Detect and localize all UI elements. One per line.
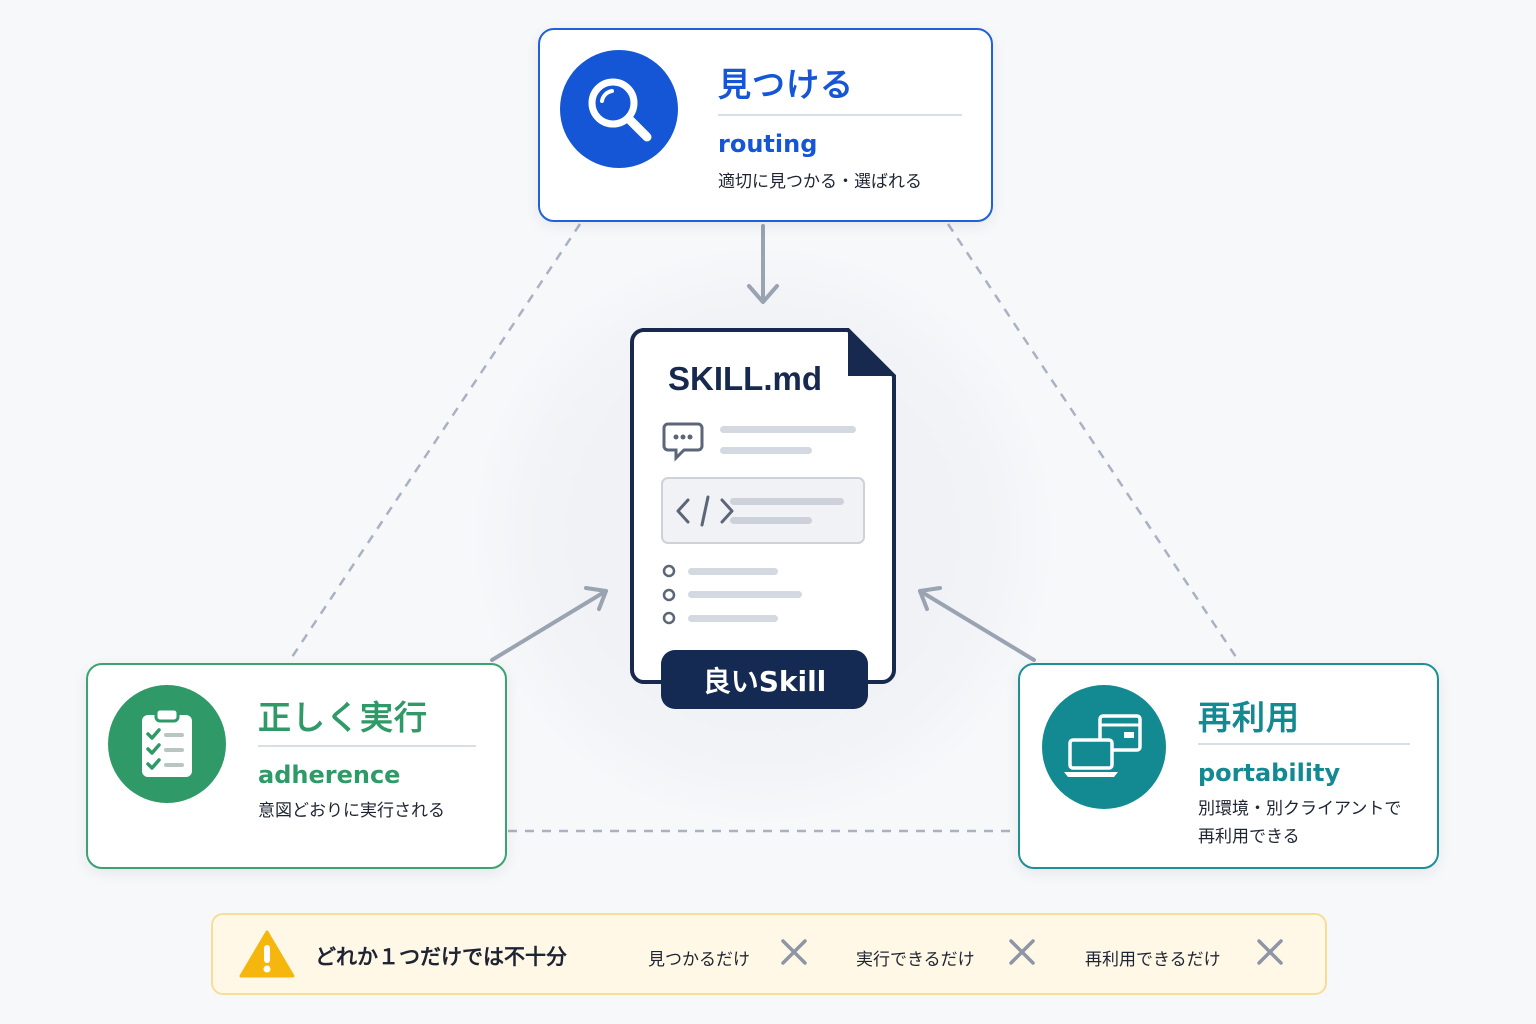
card-find-description: 適切に見つかる・選ばれる <box>718 168 922 196</box>
good-skill-badge: 良いSkill <box>661 650 868 709</box>
document-title: SKILL.md <box>668 360 822 397</box>
card-reuse: 再利用 portability 別環境・別クライアントで 再利用できる <box>1018 663 1439 869</box>
card-exec-title: 正しく実行 <box>258 698 428 737</box>
warning-icon <box>239 930 295 978</box>
cross-icon <box>1257 939 1283 965</box>
card-find-subtitle: routing <box>718 130 818 158</box>
code-icon <box>676 495 734 527</box>
search-icon <box>560 50 678 168</box>
card-reuse-description: 別環境・別クライアントで 再利用できる <box>1198 795 1401 851</box>
card-exec-divider <box>258 745 476 747</box>
card-reuse-title: 再利用 <box>1198 698 1300 737</box>
card-reuse-desc-line-1: 別環境・別クライアントで <box>1198 799 1402 819</box>
arrow-from-reuse <box>918 586 1036 662</box>
skill-document: SKILL.md <box>630 328 896 684</box>
warning-item: 実行できるだけ <box>856 950 975 970</box>
document-icon <box>630 328 896 684</box>
card-exec-subtitle: adherence <box>258 761 401 789</box>
warning-banner: どれか１つだけでは不十分 見つかるだけ 実行できるだけ 再利用できるだけ <box>211 913 1327 995</box>
card-exec: 正しく実行 adherence 意図どおりに実行される <box>86 663 507 869</box>
warning-item: 再利用できるだけ <box>1085 950 1221 970</box>
cross-icon <box>1009 939 1035 965</box>
card-exec-desc-line: 意図どおりに実行される <box>258 801 445 821</box>
arrow-from-exec <box>490 586 608 662</box>
dashed-edge-left <box>288 223 582 661</box>
cross-icon <box>781 939 807 965</box>
card-find: 見つける routing 適切に見つかる・選ばれる <box>538 28 993 222</box>
card-exec-description: 意図どおりに実行される <box>258 797 445 825</box>
card-reuse-subtitle: portability <box>1198 759 1341 787</box>
devices-icon <box>1042 685 1166 809</box>
arrow-from-find <box>747 224 779 304</box>
card-find-desc-line: 適切に見つかる・選ばれる <box>718 172 922 192</box>
warning-item: 見つかるだけ <box>648 950 750 970</box>
card-find-title: 見つける <box>718 65 854 104</box>
warning-message: どれか１つだけでは不十分 <box>315 945 567 969</box>
chat-bubble-icon <box>662 422 704 462</box>
card-reuse-desc-line-2: 再利用できる <box>1198 827 1300 847</box>
dashed-edge-right <box>946 223 1240 661</box>
clipboard-checklist-icon <box>108 685 226 803</box>
card-find-divider <box>718 114 962 116</box>
bullet-list-icon <box>662 564 676 625</box>
card-reuse-divider <box>1198 743 1410 745</box>
